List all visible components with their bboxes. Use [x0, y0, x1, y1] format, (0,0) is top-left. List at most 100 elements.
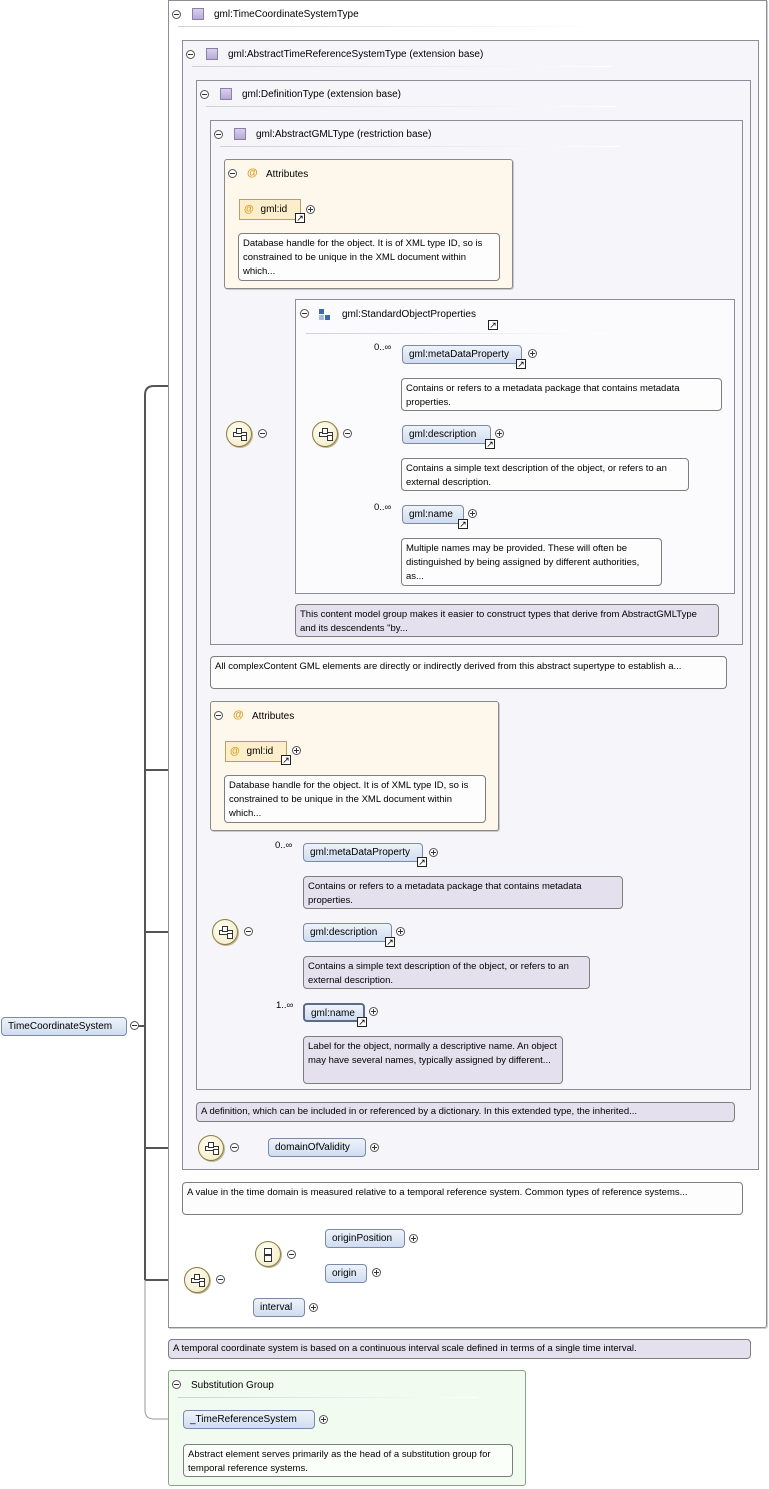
header-divider — [178, 1397, 478, 1398]
attribute-icon: @ — [233, 709, 244, 721]
expand-icon[interactable] — [306, 205, 315, 214]
expand-icon[interactable] — [429, 848, 438, 857]
abstract-gml-annotation: All complexContent GML elements are dire… — [210, 656, 727, 689]
attribute-gml-id[interactable]: @ gml:id — [225, 741, 287, 762]
expand-icon[interactable] — [372, 1268, 381, 1277]
element-annotation: Contains a simple text description of th… — [401, 458, 689, 491]
group-collapse-icon[interactable] — [300, 309, 309, 318]
attribute-icon: @ — [244, 204, 254, 215]
expand-icon[interactable] — [495, 429, 504, 438]
sequence-collapse-icon[interactable] — [258, 429, 267, 438]
element-label: originPosition — [332, 1233, 393, 1244]
element-annotation: Contains a simple text description of th… — [303, 956, 590, 989]
link-arrow-icon[interactable]: ↗ — [488, 320, 498, 330]
cardinality-label: 0..∞ — [275, 840, 293, 851]
group-annotation: This content model group makes it easier… — [295, 604, 719, 637]
element-gml-name[interactable]: gml:name — [303, 1003, 365, 1022]
substitution-header: Substitution Group — [191, 1380, 274, 1391]
sequence-collapse-icon[interactable] — [216, 1275, 225, 1284]
expand-icon[interactable] — [319, 1415, 328, 1424]
attributes-collapse-icon[interactable] — [214, 711, 223, 720]
link-arrow-icon[interactable]: ↗ — [485, 439, 495, 449]
complex-type-icon — [234, 128, 246, 140]
link-arrow-icon[interactable]: ↗ — [295, 213, 305, 223]
element-origin[interactable]: origin — [325, 1264, 367, 1283]
expand-icon[interactable] — [369, 1007, 378, 1016]
element-label: gml:metaDataProperty — [310, 847, 411, 858]
complex-type-icon — [206, 48, 218, 60]
atrs-collapse-icon[interactable] — [186, 50, 195, 59]
element-gml-metadataproperty[interactable]: gml:metaDataProperty — [303, 843, 423, 862]
expand-icon[interactable] — [528, 349, 537, 358]
element-label: gml:description — [409, 429, 477, 440]
header-divider — [192, 66, 612, 67]
element-label: domainOfValidity — [275, 1142, 350, 1153]
attribute-annotation: Database handle for the object. It is of… — [224, 775, 486, 823]
attribute-gml-id[interactable]: @ gml:id — [239, 199, 301, 220]
expand-icon[interactable] — [292, 746, 301, 755]
substitution-annotation: Abstract element serves primarily as the… — [183, 1444, 513, 1477]
cardinality-label: 0..∞ — [374, 502, 392, 513]
complex-type-icon — [192, 8, 204, 20]
attribute-label: gml:id — [246, 746, 274, 757]
sequence-compositor-icon[interactable] — [212, 919, 238, 945]
link-arrow-icon[interactable]: ↗ — [458, 519, 468, 529]
element-interval[interactable]: interval — [253, 1298, 305, 1317]
attributes-header: Attributes — [252, 711, 295, 722]
link-arrow-icon[interactable]: ↗ — [357, 1017, 367, 1027]
definition-header: gml:DefinitionType (extension base) — [242, 89, 401, 100]
link-arrow-icon[interactable]: ↗ — [417, 857, 427, 867]
expand-icon[interactable] — [370, 1143, 379, 1152]
header-divider — [206, 106, 616, 107]
link-arrow-icon[interactable]: ↗ — [281, 755, 291, 765]
expand-icon[interactable] — [309, 1303, 318, 1312]
cardinality-label: 1..∞ — [276, 1000, 294, 1011]
link-arrow-icon[interactable]: ↗ — [385, 937, 395, 947]
atrs-header: gml:AbstractTimeReferenceSystemType (ext… — [228, 49, 484, 60]
root-element-time-coordinate-system[interactable]: TimeCoordinateSystem — [1, 1017, 127, 1036]
choice-compositor-icon[interactable] — [255, 1241, 281, 1267]
element-label: gml:metaDataProperty — [409, 349, 510, 360]
sequence-compositor-icon[interactable] — [184, 1267, 210, 1293]
attribute-icon: @ — [247, 167, 258, 179]
expand-icon[interactable] — [409, 1234, 418, 1243]
sequence-compositor-icon[interactable] — [198, 1135, 224, 1161]
expand-icon[interactable] — [468, 509, 477, 518]
complex-type-icon — [220, 88, 232, 100]
type-collapse-icon[interactable] — [172, 10, 181, 19]
choice-collapse-icon[interactable] — [287, 1250, 296, 1259]
element-gml-metadataproperty[interactable]: gml:metaDataProperty — [402, 345, 522, 364]
sequence-collapse-icon[interactable] — [244, 927, 253, 936]
element-annotation: Contains or refers to a metadata package… — [401, 378, 722, 411]
abstract-gml-header: gml:AbstractGMLType (restriction base) — [256, 129, 432, 140]
definition-collapse-icon[interactable] — [200, 90, 209, 99]
root-element-label: TimeCoordinateSystem — [8, 1021, 113, 1032]
element-gml-name[interactable]: gml:name — [402, 505, 464, 524]
element-annotation: Multiple names may be provided. These wi… — [401, 538, 662, 586]
sequence-collapse-icon[interactable] — [230, 1143, 239, 1152]
link-arrow-icon[interactable]: ↗ — [516, 359, 526, 369]
element-label: origin — [332, 1268, 357, 1279]
element-label: gml:name — [311, 1008, 355, 1019]
header-divider — [306, 333, 606, 334]
group-icon — [319, 309, 331, 321]
element-annotation: Contains or refers to a metadata package… — [303, 876, 623, 909]
type-annotation: A temporal coordinate system is based on… — [168, 1339, 751, 1359]
sequence-compositor-icon[interactable] — [226, 421, 252, 447]
element-time-reference-system[interactable]: _TimeReferenceSystem — [183, 1410, 315, 1429]
root-collapse-icon[interactable] — [130, 1021, 139, 1030]
element-origin-position[interactable]: originPosition — [325, 1229, 405, 1248]
attribute-label: gml:id — [260, 204, 288, 215]
element-gml-description[interactable]: gml:description — [402, 425, 491, 444]
expand-icon[interactable] — [396, 927, 405, 936]
group-header: gml:StandardObjectProperties — [342, 309, 476, 320]
sequence-compositor-icon[interactable] — [312, 421, 338, 447]
sequence-collapse-icon[interactable] — [343, 429, 352, 438]
substitution-collapse-icon[interactable] — [172, 1380, 181, 1389]
abstract-gml-collapse-icon[interactable] — [214, 130, 223, 139]
attributes-collapse-icon[interactable] — [228, 169, 237, 178]
element-label: gml:name — [409, 509, 453, 520]
type-header: gml:TimeCoordinateSystemType — [214, 9, 359, 20]
element-domain-of-validity[interactable]: domainOfValidity — [268, 1138, 366, 1157]
element-gml-description[interactable]: gml:description — [303, 923, 392, 942]
